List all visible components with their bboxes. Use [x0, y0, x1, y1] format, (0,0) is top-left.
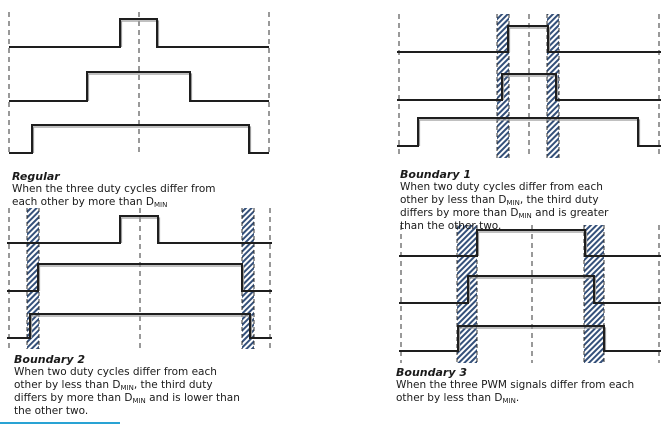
- caption-title-regular: Regular: [12, 170, 60, 183]
- caption-body-boundary-1: When two duty cycles differ from each ot…: [400, 181, 609, 232]
- caption-body-boundary-2: When two duty cycles differ from each ot…: [14, 366, 240, 417]
- pwm-pulse-shadow: [418, 119, 641, 146]
- pwm-pulse-shadow: [120, 217, 161, 243]
- caption-boundary-2: Boundary 2 When two duty cycles differ f…: [14, 353, 244, 418]
- caption-title-boundary-1: Boundary 1: [400, 168, 471, 181]
- subscript: MIN: [132, 397, 146, 405]
- caption-boundary-1: Boundary 1 When two duty cycles differ f…: [400, 168, 632, 233]
- caption-regular: Regular When the three duty cycles diffe…: [12, 170, 237, 209]
- pwm-pulse-shadow: [458, 327, 607, 351]
- panel-boundary-1: [397, 14, 661, 158]
- pwm-signal: [9, 71, 269, 102]
- pwm-signal: [399, 229, 661, 257]
- pwm-pulse-shadow: [87, 73, 193, 101]
- caption-boundary-3: Boundary 3 When the three PWM signals di…: [396, 366, 636, 405]
- subscript: MIN: [518, 212, 532, 220]
- caption-title-boundary-2: Boundary 2: [14, 353, 85, 366]
- pwm-pulse-shadow: [508, 27, 551, 52]
- pwm-signal: [397, 25, 661, 53]
- pwm-pulse-shadow: [502, 75, 559, 100]
- pwm-pulse-shadow: [120, 20, 160, 47]
- pwm-signal: [399, 325, 661, 352]
- panel-boundary-2: [7, 208, 272, 349]
- panel-regular: [8, 12, 270, 156]
- pwm-pulse-shadow: [30, 315, 253, 338]
- pwm-signal: [9, 18, 269, 48]
- pwm-pulse-shadow: [477, 231, 588, 256]
- panel-boundary-3: [399, 225, 661, 363]
- subscript: MIN: [120, 384, 134, 392]
- caption-title-boundary-3: Boundary 3: [396, 366, 467, 379]
- pwm-signal: [9, 124, 269, 154]
- pwm-signal: [7, 215, 272, 244]
- pwm-pulse-shadow: [468, 277, 597, 303]
- subscript: MIN: [154, 201, 168, 209]
- pwm-pulse-shadow: [38, 265, 245, 291]
- pwm-signal: [7, 263, 272, 292]
- pwm-signal: [397, 117, 661, 147]
- subscript: MIN: [502, 397, 516, 405]
- pwm-signal: [397, 73, 661, 101]
- subscript: MIN: [506, 199, 520, 207]
- pwm-signal: [399, 275, 661, 304]
- caption-body-boundary-3: When the three PWM signals differ from e…: [396, 379, 635, 405]
- pwm-signal: [7, 313, 272, 339]
- caption-body-regular: When the three duty cycles differ from e…: [12, 183, 216, 209]
- pwm-pulse-shadow: [32, 126, 252, 153]
